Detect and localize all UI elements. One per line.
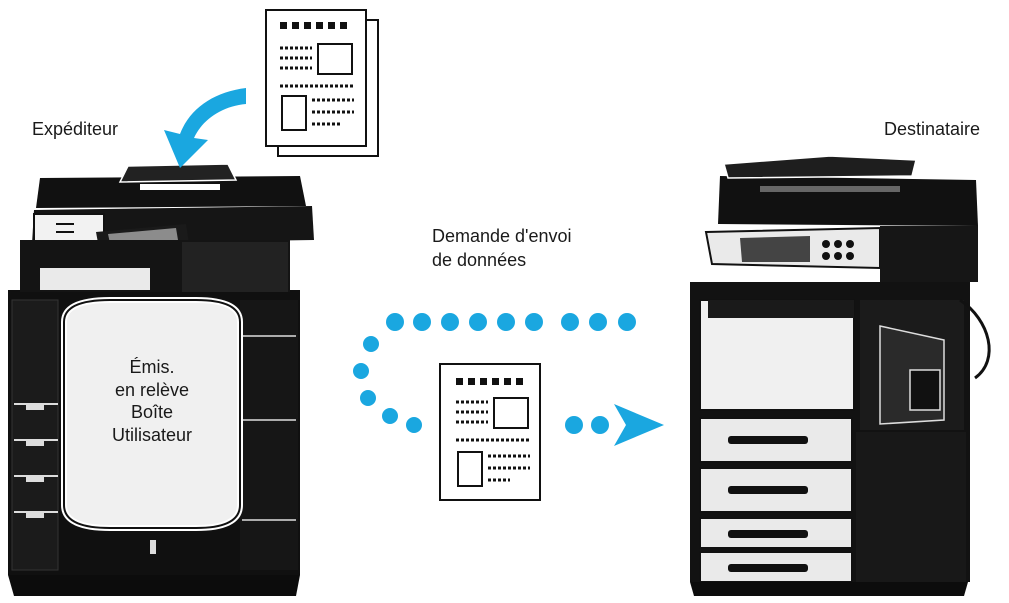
sender-label: Expéditeur: [32, 119, 119, 139]
user-box-line3: Boîte: [130, 402, 174, 422]
request-label-line2: de données: [432, 250, 527, 270]
request-label-line1: Demande d'envoi: [432, 226, 572, 246]
transmitted-document: [439, 363, 541, 501]
sender-machine: [8, 163, 314, 596]
user-box-line4: Utilisateur: [111, 424, 193, 445]
user-box-line2: en relève: [114, 379, 190, 400]
flow-dots: [353, 313, 636, 434]
curved-arrow-icon: [164, 88, 246, 168]
request-label: Demande d'envoi de données: [432, 224, 572, 272]
receiver-label: Destinataire: [884, 119, 981, 139]
receiver-machine: [690, 155, 991, 596]
user-box-label: Émis. en relève Boîte Utilisateur: [74, 356, 230, 446]
arrow-right-icon: [614, 404, 664, 446]
source-document-stack: [265, 9, 379, 157]
user-box-line1: Émis.: [129, 357, 175, 377]
